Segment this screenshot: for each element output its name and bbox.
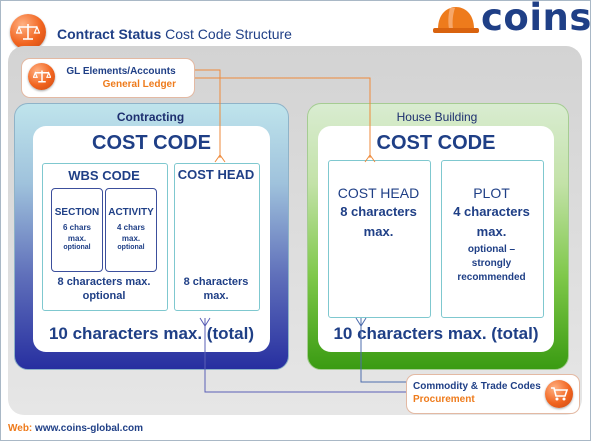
- activity-optional: optional: [117, 244, 145, 251]
- commodity-connector-contracting: [204, 318, 408, 393]
- wbs-code-title: WBS CODE: [68, 168, 140, 183]
- page-title-bold: Contract Status: [57, 26, 162, 42]
- plot-line5: strongly: [471, 258, 512, 269]
- commodity-arrow-housebuilding: [355, 317, 367, 327]
- wbs-optional-text: optional: [82, 290, 126, 302]
- gl-accounts-title: GL Elements/Accounts: [66, 66, 176, 77]
- scales-icon: [10, 14, 46, 50]
- gl-connector-line: [187, 69, 371, 158]
- plot-line4: optional –: [467, 244, 516, 255]
- wbs-max-text: 8 characters max.: [57, 276, 151, 288]
- plot-line3: max.: [476, 224, 507, 239]
- activity-max: 4 chars max.: [105, 222, 157, 244]
- activity-max-line2: max.: [121, 234, 141, 243]
- house-building-cost-code-label: COST CODE: [376, 132, 496, 154]
- house-building-cost-head-line2: 8 characters: [340, 204, 417, 219]
- commodity-subtitle: Procurement: [413, 394, 475, 405]
- footer-url[interactable]: www.coins-global.com: [35, 423, 144, 434]
- footer-label: Web:: [8, 423, 33, 434]
- activity-max-line1: 4 chars: [116, 223, 146, 232]
- section-max: 6 chars max.: [51, 222, 103, 244]
- page-title-rest: Cost Code Structure: [165, 26, 292, 42]
- gl-accounts-subtitle: General Ledger: [102, 79, 176, 90]
- contracting-cost-head-box: [174, 163, 260, 311]
- contracting-cost-head-max1: 8 characters: [183, 276, 249, 288]
- gl-connector-arrow-housebuilding: [364, 154, 376, 163]
- section-title: SECTION: [54, 207, 100, 218]
- contracting-cost-head-title: COST HEAD: [177, 167, 255, 182]
- section-max-line1: 6 chars: [62, 223, 92, 232]
- gl-connector-arrow-contracting: [214, 154, 226, 163]
- plot-title: PLOT: [473, 185, 510, 201]
- contracting-title: Contracting: [116, 110, 185, 124]
- activity-title: ACTIVITY: [108, 207, 154, 218]
- shopping-cart-icon: [545, 380, 573, 408]
- hard-hat-icon: [433, 7, 479, 33]
- plot-line6: recommended: [457, 272, 526, 283]
- plot-box: [441, 160, 544, 318]
- house-building-title: House Building: [396, 110, 478, 124]
- section-optional: optional: [63, 244, 91, 251]
- page-title: Contract Status Cost Code Structure: [57, 26, 292, 42]
- contracting-cost-head-max2: max.: [203, 290, 229, 302]
- activity-box: [105, 188, 157, 272]
- commodity-title: Commodity & Trade Codes: [413, 381, 541, 392]
- plot-line2: 4 characters: [453, 204, 530, 219]
- gl-scales-icon: [28, 63, 55, 90]
- section-box: [51, 188, 103, 272]
- commodity-arrow-contracting: [199, 317, 211, 327]
- footer-web: Web: www.coins-global.com: [8, 423, 143, 434]
- plot-optional-text: optional – strongly recommended: [441, 243, 542, 285]
- house-building-total: 10 characters max. (total): [333, 324, 539, 343]
- coins-logo-text: coins: [481, 0, 591, 39]
- section-max-line2: max.: [67, 234, 87, 243]
- house-building-cost-head-line3: max.: [363, 224, 394, 239]
- contracting-total: 10 characters max. (total): [48, 324, 255, 343]
- house-building-cost-head-box: [328, 160, 431, 318]
- contracting-cost-code-label: COST CODE: [92, 132, 211, 154]
- house-building-cost-head-title: COST HEAD: [337, 185, 420, 201]
- commodity-connector-housebuilding: [360, 318, 408, 383]
